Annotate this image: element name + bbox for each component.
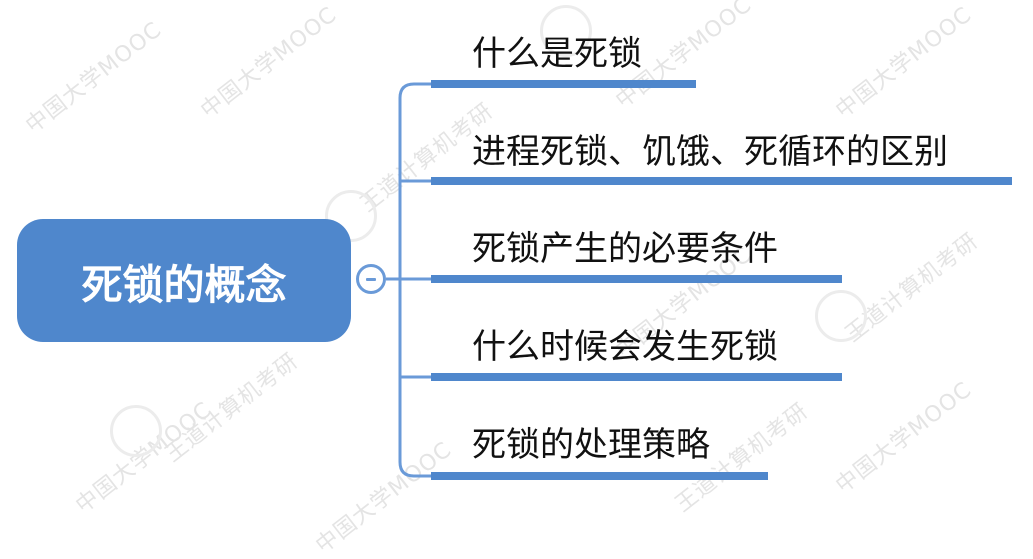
topic-underline bbox=[431, 177, 1012, 185]
topic-underline bbox=[431, 80, 696, 88]
topic-when-deadlock-occurs[interactable]: 什么时候会发生死锁 bbox=[472, 327, 778, 367]
root-node-label: 死锁的概念 bbox=[81, 260, 287, 309]
topic-what-is-deadlock[interactable]: 什么是死锁 bbox=[472, 34, 642, 74]
topic-handling-strategies[interactable]: 死锁的处理策略 bbox=[472, 425, 710, 465]
topic-underline bbox=[431, 472, 768, 480]
root-node[interactable]: 死锁的概念 bbox=[17, 219, 351, 342]
topic-underline bbox=[431, 373, 842, 381]
topic-necessary-conditions[interactable]: 死锁产生的必要条件 bbox=[472, 229, 778, 269]
minus-icon bbox=[366, 278, 376, 281]
connector-lines bbox=[386, 82, 431, 478]
topic-deadlock-vs-starvation[interactable]: 进程死锁、饥饿、死循环的区别 bbox=[472, 132, 948, 172]
collapse-button[interactable] bbox=[356, 264, 386, 294]
topic-underline bbox=[431, 275, 842, 283]
